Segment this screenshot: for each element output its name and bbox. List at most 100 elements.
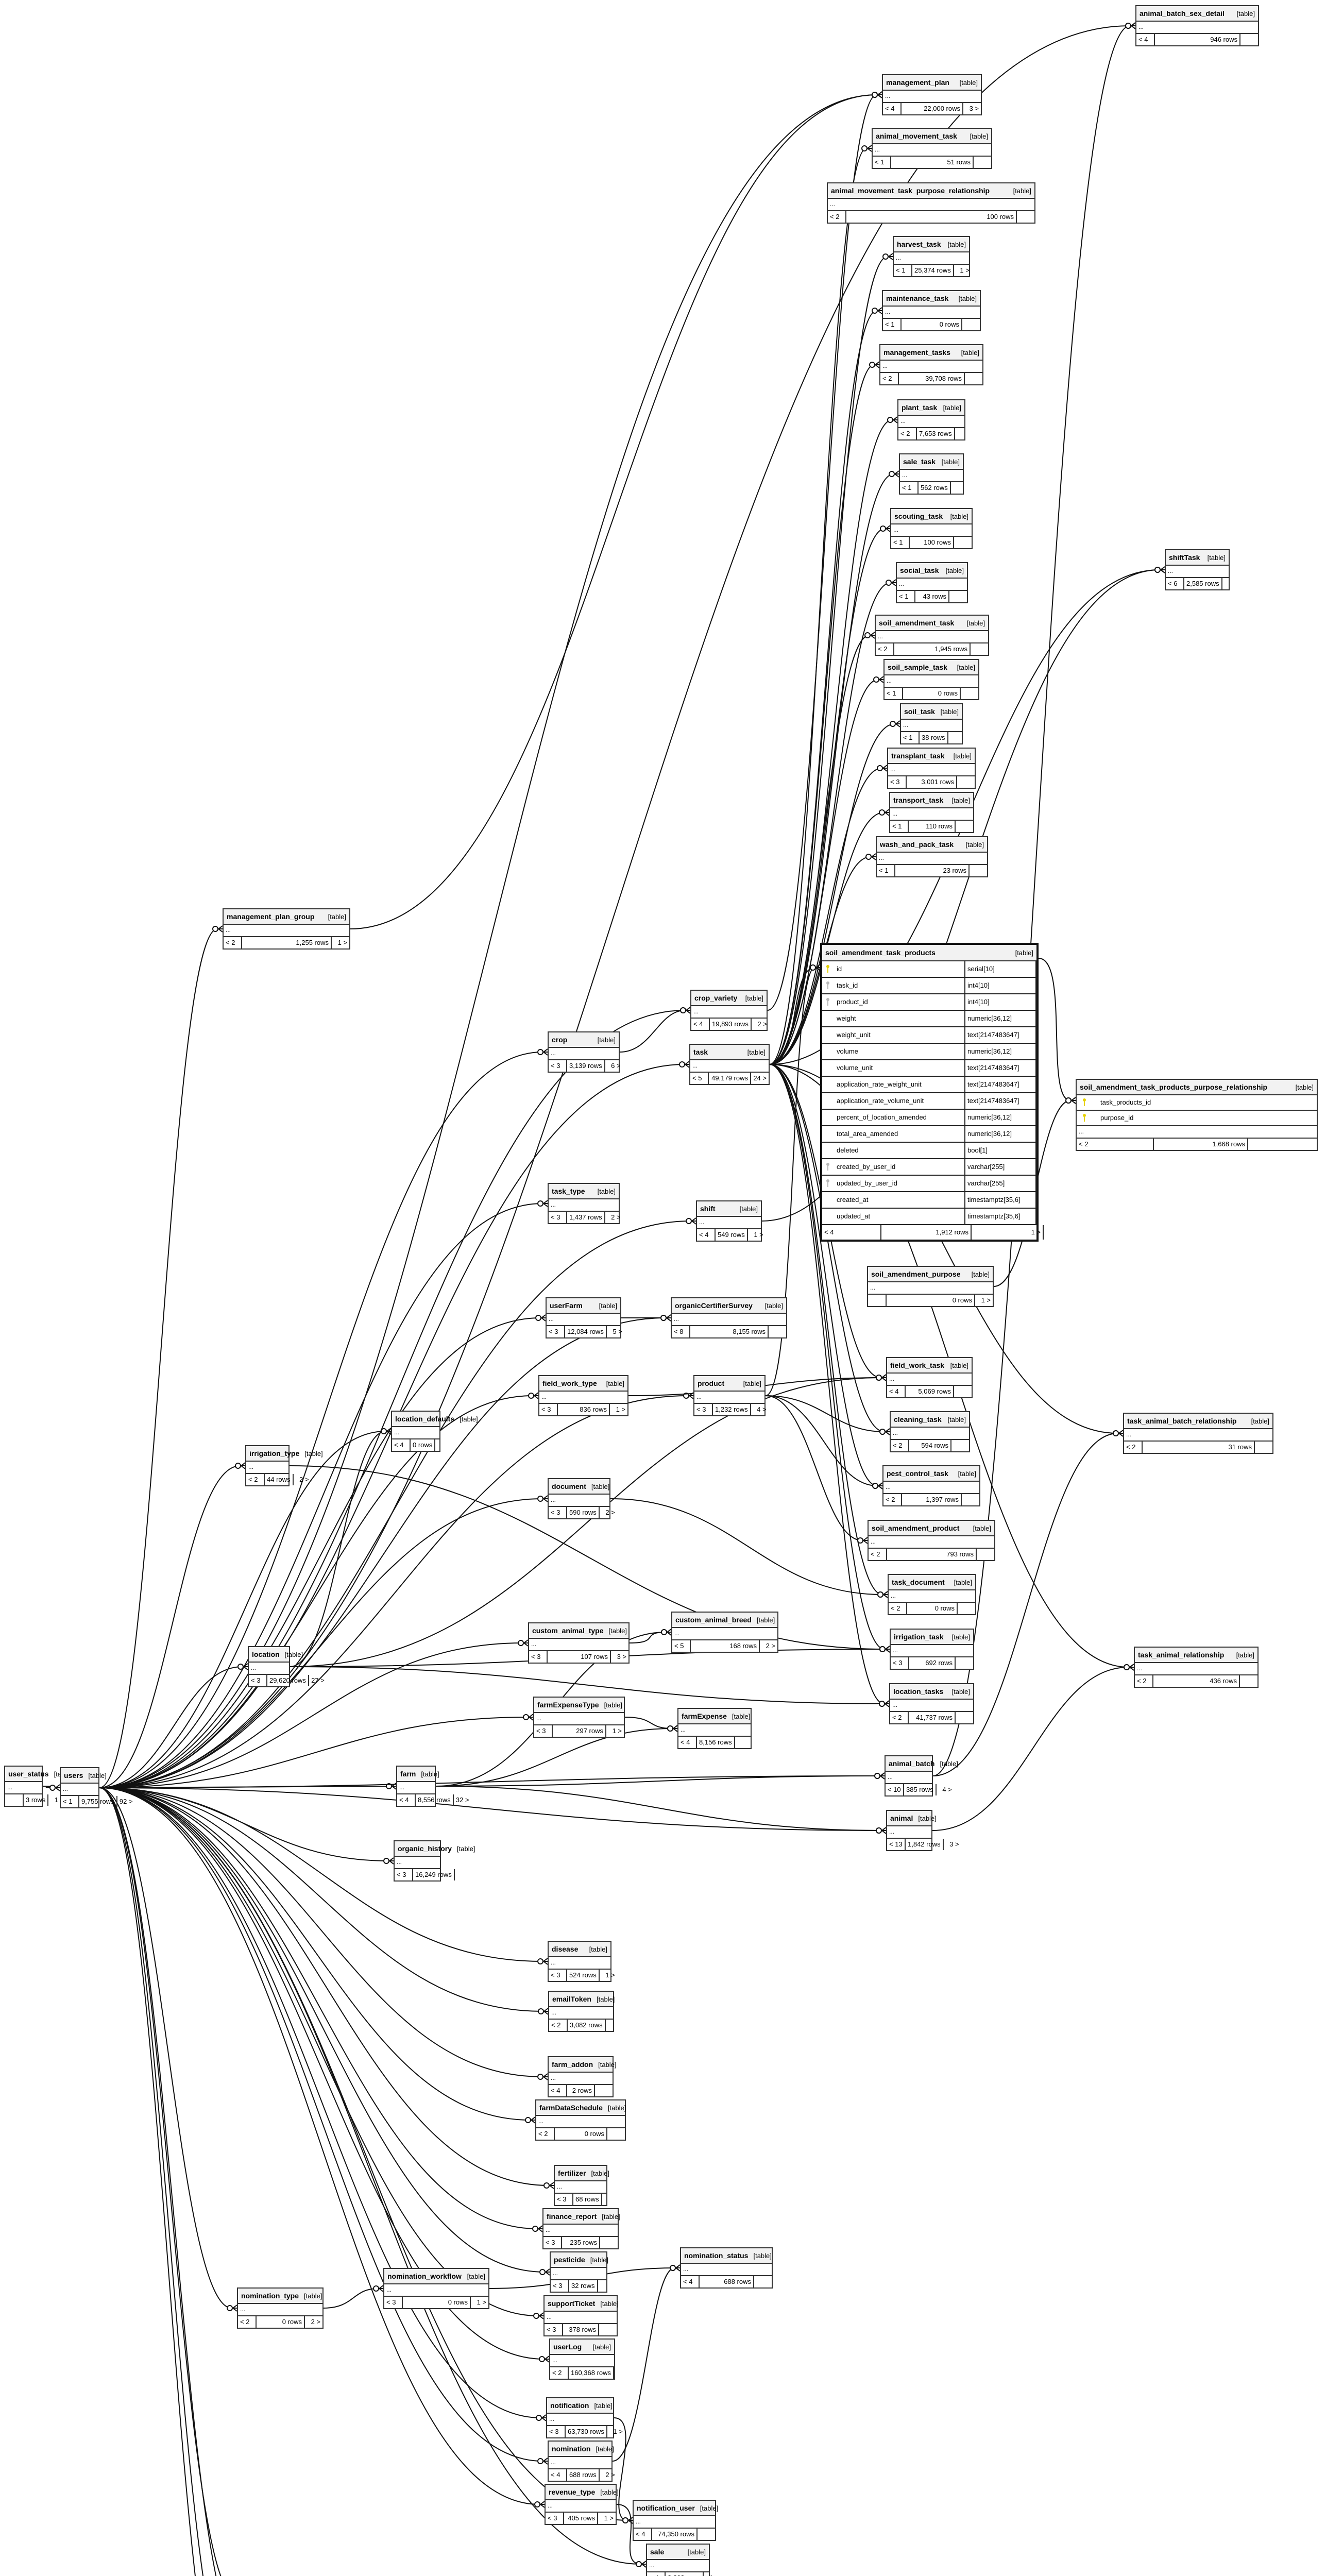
parent-count[interactable]: < 2 bbox=[1124, 1442, 1143, 1453]
parent-count[interactable]: < 3 bbox=[543, 2237, 562, 2248]
parent-count[interactable]: < 10 bbox=[886, 1784, 904, 1795]
parent-count[interactable]: < 4 bbox=[681, 2276, 700, 2287]
parent-count[interactable]: < 4 bbox=[549, 2469, 567, 2481]
parent-count[interactable]: < 4 bbox=[392, 1439, 411, 1451]
child-count[interactable]: 2 > bbox=[311, 2318, 320, 2326]
parent-count[interactable]: < 4 bbox=[887, 1386, 906, 1397]
child-count[interactable] bbox=[951, 482, 968, 494]
parent-count[interactable]: < 3 bbox=[549, 1970, 567, 1981]
parent-count[interactable]: < 1 bbox=[901, 732, 920, 743]
child-count[interactable]: 3 > bbox=[969, 105, 979, 112]
child-count[interactable] bbox=[1222, 578, 1240, 589]
child-count[interactable] bbox=[956, 1657, 973, 1669]
child-count[interactable] bbox=[598, 2280, 616, 2292]
parent-count[interactable]: < 6 bbox=[1166, 578, 1184, 589]
parent-count[interactable]: < 2 bbox=[1135, 1675, 1153, 1687]
child-count[interactable]: 4 > bbox=[942, 1786, 952, 1793]
child-count[interactable] bbox=[599, 2324, 617, 2335]
child-count[interactable] bbox=[954, 537, 972, 548]
parent-count[interactable]: < 3 bbox=[249, 1675, 267, 1686]
parent-count[interactable]: < 2 bbox=[828, 211, 846, 223]
parent-count[interactable]: < 2 bbox=[880, 373, 899, 384]
parent-count[interactable]: < 4 bbox=[1136, 34, 1155, 45]
child-count[interactable] bbox=[602, 2194, 620, 2205]
child-count[interactable]: 1 > bbox=[704, 2572, 721, 2576]
parent-count[interactable]: < 3 bbox=[694, 1404, 713, 1415]
child-count[interactable] bbox=[1255, 1442, 1272, 1453]
parent-count[interactable]: < 1 bbox=[897, 591, 915, 602]
parent-count[interactable]: < 13 bbox=[887, 1839, 906, 1850]
child-count[interactable] bbox=[977, 1549, 994, 1560]
parent-count[interactable]: < 1 bbox=[894, 265, 912, 276]
child-count[interactable] bbox=[769, 1326, 786, 1337]
parent-count[interactable]: < 1 bbox=[900, 482, 919, 494]
child-count[interactable] bbox=[956, 821, 973, 832]
child-count[interactable]: 2 > bbox=[299, 1476, 309, 1483]
parent-count[interactable]: < 1 bbox=[61, 1796, 79, 1807]
parent-count[interactable]: < 3 bbox=[551, 2280, 569, 2292]
parent-count[interactable]: < 1 bbox=[890, 821, 909, 832]
child-count[interactable]: 1 > bbox=[981, 1296, 991, 1304]
child-count[interactable] bbox=[956, 1712, 973, 1723]
child-count[interactable]: 2 > bbox=[605, 2471, 615, 2479]
parent-count[interactable]: < 3 bbox=[546, 2513, 564, 2524]
parent-count[interactable]: < 3 bbox=[547, 1326, 565, 1337]
child-count[interactable]: 24 > bbox=[753, 1074, 767, 1082]
parent-count[interactable]: < 4 bbox=[549, 2085, 567, 2096]
child-count[interactable]: 1 > bbox=[604, 2514, 614, 2522]
parent-count[interactable]: < 3 bbox=[539, 1404, 558, 1415]
parent-count[interactable]: < 3 bbox=[555, 2194, 573, 2205]
parent-count[interactable]: < 8 bbox=[672, 1326, 690, 1337]
parent-count[interactable]: < 2 bbox=[549, 2020, 568, 2031]
parent-count[interactable] bbox=[5, 1794, 24, 1806]
parent-count[interactable]: < 3 bbox=[549, 1060, 567, 1072]
child-count[interactable] bbox=[1248, 1139, 1317, 1150]
child-count[interactable] bbox=[974, 157, 991, 168]
child-count[interactable]: 1 > bbox=[477, 2298, 486, 2306]
child-count[interactable] bbox=[955, 428, 973, 439]
parent-count[interactable]: < 2 bbox=[238, 2316, 257, 2328]
parent-count[interactable]: < 2 bbox=[890, 1712, 909, 1723]
child-count[interactable]: 2 > bbox=[605, 1509, 615, 1516]
parent-count[interactable] bbox=[868, 1295, 887, 1306]
parent-count[interactable]: < 4 bbox=[647, 2572, 666, 2576]
child-count[interactable]: 1 > bbox=[337, 939, 347, 946]
table-animal-movement-task-purpose-relationship[interactable]: animal_movement_task_purpose_relationshi… bbox=[827, 182, 1035, 224]
child-count[interactable]: 1 > bbox=[972, 1225, 1044, 1240]
